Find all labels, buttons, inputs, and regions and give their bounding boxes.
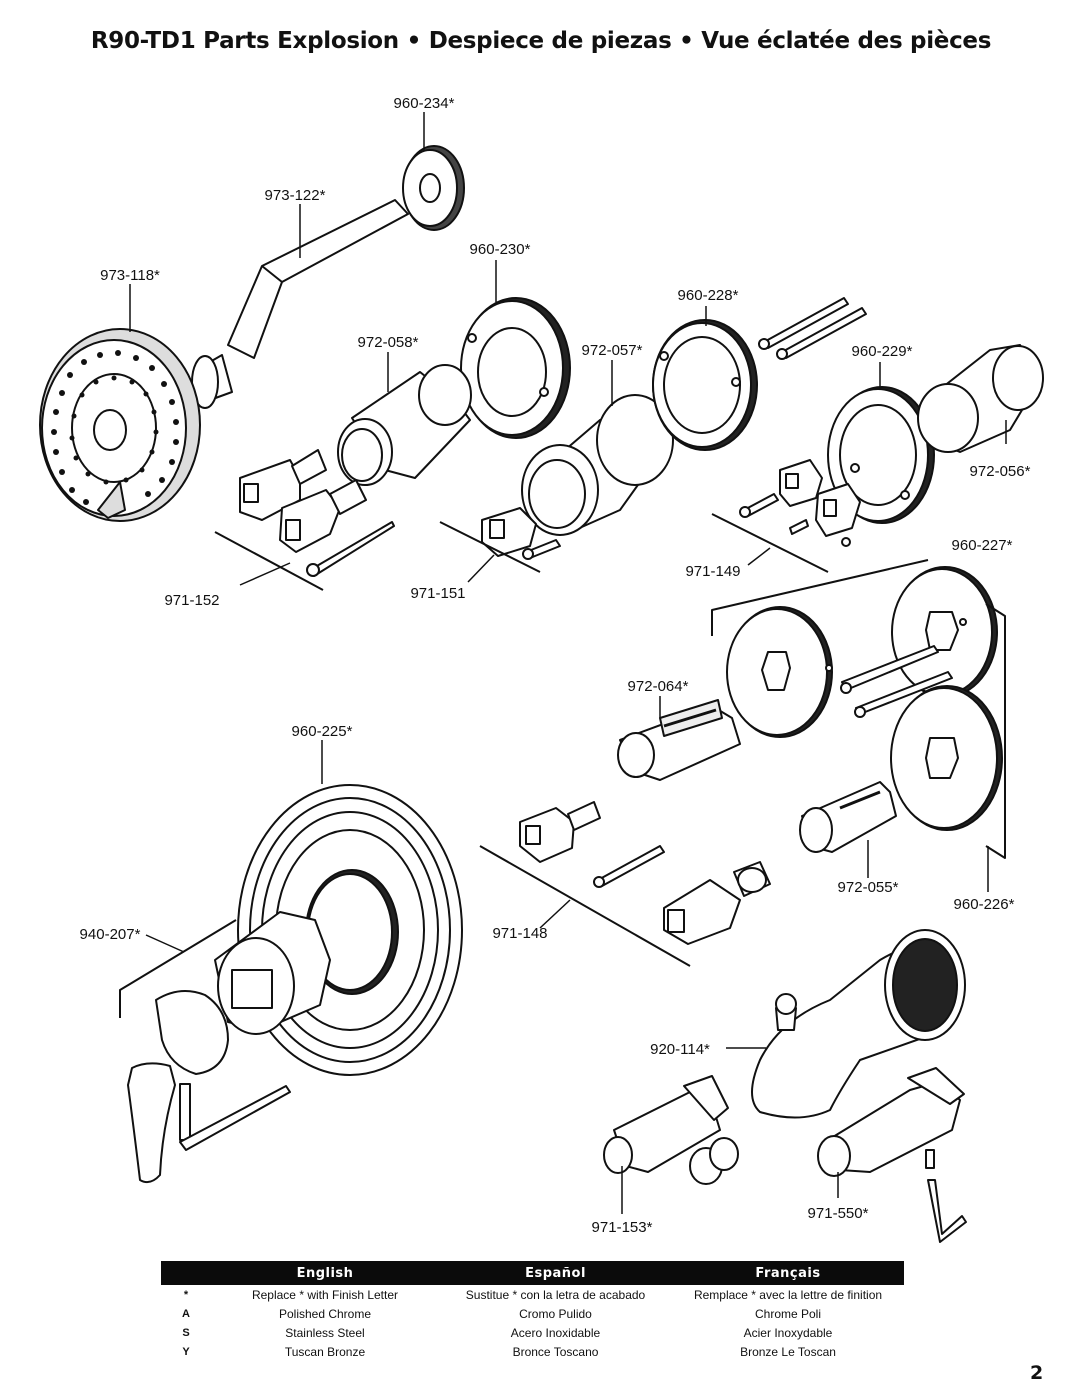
part-label-971-151: 971-151 bbox=[410, 585, 465, 602]
cartridges-971-149 bbox=[739, 459, 861, 547]
legend-row: S Stainless Steel Acero Inoxidable Acier… bbox=[161, 1323, 904, 1342]
finish-legend-table: English Español Français * Replace * wit… bbox=[161, 1261, 904, 1361]
shower-arm-973-122 bbox=[227, 199, 409, 359]
cartridge-971-151 bbox=[481, 507, 561, 560]
page-title: R90-TD1 Parts Explosion • Despiece de pi… bbox=[90, 28, 992, 54]
part-label-971-148: 971-148 bbox=[492, 925, 547, 942]
legend-french: Chrome Poli bbox=[754, 1306, 822, 1321]
part-label-972-056: 972-056* bbox=[970, 463, 1031, 480]
part-label-972-064: 972-064* bbox=[628, 678, 689, 695]
flange-960-234 bbox=[402, 145, 465, 231]
valve-cartridge-971-153 bbox=[603, 1075, 739, 1185]
part-label-971-550: 971-550* bbox=[808, 1205, 869, 1222]
legend-french: Bronze Le Toscan bbox=[740, 1344, 836, 1359]
legend-key: S bbox=[182, 1326, 190, 1339]
sleeve-972-057 bbox=[521, 394, 674, 536]
legend-spanish: Acero Inoxidable bbox=[510, 1325, 601, 1340]
sleeve-972-064 bbox=[617, 699, 741, 781]
part-label-960-234: 960-234* bbox=[394, 95, 455, 112]
cartridges-971-148 bbox=[519, 801, 771, 945]
handle-assembly-940-207 bbox=[127, 911, 331, 1184]
part-label-971-149: 971-149 bbox=[685, 563, 740, 580]
gasket-plate-960-228 bbox=[652, 319, 758, 451]
bracket-960-227 bbox=[711, 559, 929, 636]
part-label-920-114: 920-114* bbox=[650, 1041, 710, 1058]
legend-header-row: English Español Français bbox=[161, 1261, 904, 1285]
legend-english: Stainless Steel bbox=[285, 1325, 365, 1340]
part-label-973-118: 973-118* bbox=[100, 267, 160, 284]
legend-english: Replace * with Finish Letter bbox=[251, 1287, 399, 1302]
part-label-940-207: 940-207* bbox=[80, 926, 141, 943]
sleeve-972-056 bbox=[917, 344, 1044, 453]
bracket-960-226 bbox=[985, 603, 1006, 859]
part-label-972-057: 972-057* bbox=[582, 342, 643, 359]
part-label-971-152: 971-152 bbox=[164, 592, 219, 609]
legend-row: Y Tuscan Bronze Bronce Toscano Bronze Le… bbox=[161, 1342, 904, 1361]
legend-english: Tuscan Bronze bbox=[284, 1344, 366, 1359]
legend-key: Y bbox=[182, 1345, 190, 1358]
part-label-971-153: 971-153* bbox=[592, 1219, 653, 1236]
part-label-960-225: 960-225* bbox=[292, 723, 353, 740]
tub-spout-920-114 bbox=[751, 929, 966, 1119]
legend-english: Polished Chrome bbox=[278, 1306, 372, 1321]
bracket-940-207 bbox=[119, 919, 237, 1018]
legend-header-french: Français bbox=[755, 1265, 821, 1281]
legend-spanish: Cromo Pulido bbox=[519, 1306, 592, 1321]
bracket-971-152 bbox=[214, 531, 324, 591]
bracket-971-149 bbox=[711, 513, 829, 573]
legend-row: A Polished Chrome Cromo Pulido Chrome Po… bbox=[161, 1304, 904, 1323]
part-label-972-058: 972-058* bbox=[358, 334, 419, 351]
legend-row: * Replace * with Finish Letter Sustitue … bbox=[161, 1285, 904, 1304]
bracket-971-151 bbox=[439, 521, 541, 573]
sleeve-972-058 bbox=[337, 364, 472, 486]
legend-french: Remplace * avec la lettre de finition bbox=[693, 1287, 883, 1302]
mounting-screws bbox=[758, 297, 867, 360]
escutcheon-960-226 bbox=[890, 685, 1003, 831]
escutcheon-plate-960-230 bbox=[460, 297, 571, 439]
part-label-960-229: 960-229* bbox=[852, 343, 913, 360]
cartridges-971-152 bbox=[239, 449, 395, 577]
page-number: 2 bbox=[1030, 1362, 1044, 1384]
leader-lines bbox=[129, 112, 1007, 1214]
showerhead-973-118 bbox=[39, 328, 233, 522]
part-label-960-230: 960-230* bbox=[470, 241, 531, 258]
part-label-960-226: 960-226* bbox=[954, 896, 1015, 913]
part-label-973-122: 973-122* bbox=[265, 187, 326, 204]
showerhead-nozzles bbox=[51, 350, 179, 505]
legend-key: A bbox=[182, 1307, 190, 1320]
part-label-960-227: 960-227* bbox=[952, 537, 1013, 554]
legend-spanish: Bronce Toscano bbox=[512, 1344, 599, 1359]
escutcheon-960-229 bbox=[827, 386, 935, 524]
legend-french: Acier Inoxydable bbox=[743, 1325, 833, 1340]
legend-header-english: English bbox=[296, 1265, 354, 1281]
part-label-972-055: 972-055* bbox=[838, 879, 899, 896]
valve-cartridge-971-550 bbox=[817, 1067, 967, 1243]
sleeve-972-055 bbox=[799, 781, 897, 853]
legend-spanish: Sustitue * con la letra de acabado bbox=[465, 1287, 646, 1302]
bracket-971-148 bbox=[479, 845, 691, 967]
part-label-960-228: 960-228* bbox=[678, 287, 739, 304]
escutcheon-960-227 bbox=[726, 566, 998, 738]
parts-explosion-diagram: 960-234* 973-122* 960-230* 973-118* 960-… bbox=[39, 95, 1044, 1243]
legend-key: * bbox=[183, 1288, 189, 1301]
legend-header-spanish: Español bbox=[525, 1265, 586, 1281]
